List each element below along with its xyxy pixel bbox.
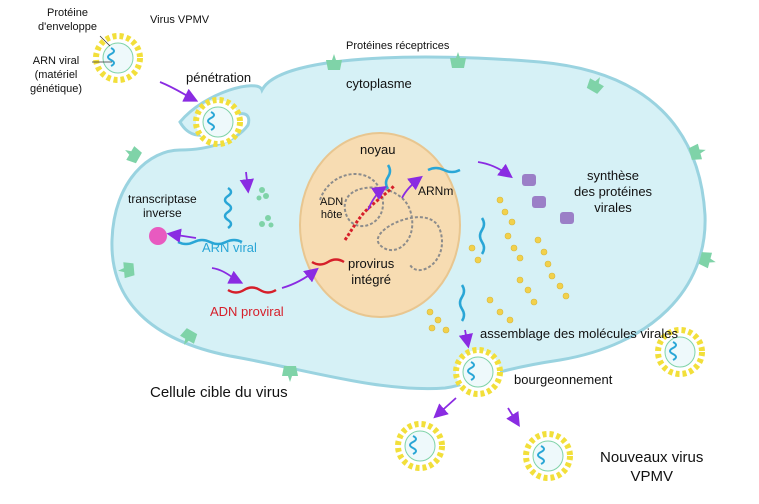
label-arn-viral: ARN viral [202, 240, 257, 255]
label-transcriptase: transcriptase inverse [128, 192, 197, 220]
leader-lines [92, 35, 112, 63]
receptor-protein-icon [180, 328, 198, 345]
ribosome-icon [532, 196, 546, 208]
ribosome-icon [522, 174, 536, 186]
label-virus-vpmv: Virus VPMV [150, 14, 210, 26]
viral-rna-template [177, 238, 243, 246]
mrna-in-nucleus [384, 164, 392, 190]
viral-rna-incoming [223, 186, 233, 230]
integrated-provirus [343, 183, 397, 241]
virus-particle-icon [93, 33, 143, 83]
proviral-dna-entering [311, 258, 345, 266]
degraded-proteins [256, 187, 274, 228]
label-penetration: pénétration [186, 70, 252, 85]
label-arn-viral-materiel: ARN viral (matériel génétique) [30, 55, 82, 95]
virus-particle-icon [523, 431, 573, 481]
label-nouveaux-virus: Nouveaux virus VPMV [600, 449, 704, 485]
ribosomes [522, 174, 574, 224]
protein-chains [426, 196, 570, 334]
virus-particle-icon [193, 97, 243, 147]
label-adn-hote: ADN hôte [320, 196, 344, 221]
receptor-protein-icon [326, 54, 342, 70]
label-noyau: noyau [360, 142, 396, 157]
label-adn-proviral: ADN proviral [210, 304, 284, 319]
ribosome-icon [560, 212, 574, 224]
label-cellule-cible: Cellule cible du virus [150, 384, 288, 401]
label-provirus: provirus intégré [348, 256, 395, 287]
receptor-protein-icon [688, 143, 706, 160]
label-bourgeonnement: bourgeonnement [514, 372, 613, 387]
label-proteines-receptrices: Protéines réceptrices [346, 40, 450, 52]
label-cytoplasme: cytoplasme [346, 76, 412, 91]
nucleus [299, 132, 461, 318]
virus-particle-icon [453, 347, 503, 397]
enzyme-icon [149, 227, 167, 245]
virus-particle-icon [395, 421, 445, 471]
receptor-protein-icon [586, 77, 604, 94]
label-synthese: synthèse des protéines virales [574, 168, 653, 215]
rna-copy-2 [458, 284, 466, 322]
label-arnm: ARNm [418, 184, 454, 198]
rna-copy-1 [478, 217, 486, 255]
proviral-dna-strand [227, 286, 277, 294]
label-proteine-enveloppe: Protéine d'enveloppe [38, 7, 97, 33]
receptor-protein-icon [118, 262, 135, 279]
mrna-strand [427, 166, 461, 174]
receptor-protein-icon [698, 252, 716, 269]
receptor-protein-icon [125, 146, 142, 164]
label-assemblage: assemblage des molécules virales [480, 326, 678, 341]
virus-particles [93, 33, 705, 481]
process-arrows [159, 81, 520, 428]
receptor-protein-icon [450, 52, 466, 68]
receptor-protein-icon [282, 366, 298, 382]
receptor-proteins [118, 52, 716, 382]
virus-particle-icon [655, 327, 705, 377]
